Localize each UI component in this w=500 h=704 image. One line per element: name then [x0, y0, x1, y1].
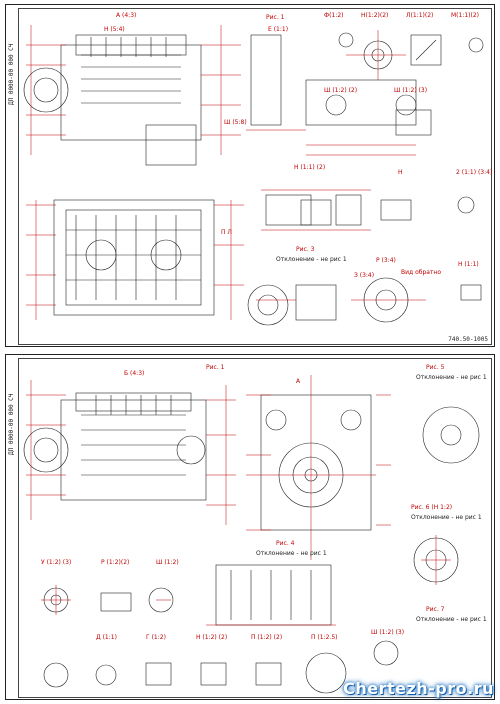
drawing-sheet-top: ДП 0000-00 000 СЧ 740.50-1005: [5, 4, 495, 347]
flywheel-circle: [23, 67, 69, 113]
watermark-logo: Chertezh-pro.ru: [343, 679, 494, 698]
drawing-sheet-bottom: ДП 0000-00 000 СЧ: [5, 354, 495, 700]
label-p-view: П (1:2) (2): [251, 634, 283, 641]
sheet-top-drawing: [23, 25, 484, 326]
label-r-view: Р (3:4): [376, 257, 396, 264]
label-ris7: Рис. 7: [426, 606, 445, 613]
label-h-detail: Н (1:1) (2): [294, 164, 326, 171]
sheet-bottom-drawing: [23, 375, 480, 694]
engine-plan-body: [215, 564, 332, 626]
label-u-view: У (1:2) (3): [41, 559, 72, 566]
label-l-view: Ш (1:2) (2): [324, 87, 358, 94]
label-sh-view: Ш (1:2): [156, 559, 179, 566]
label-ris7-note: Отклонение - не рис 1: [416, 616, 487, 623]
label-r-view-bottom: Р (1:2)(2): [101, 559, 130, 566]
label-h-view: Н (5:4): [104, 26, 125, 33]
label-a-view: А (4:3): [116, 12, 137, 19]
label-c-view: Ш (5:8): [224, 119, 247, 126]
label-i-view: Н (1:1): [458, 261, 479, 268]
label-two-view: 2 (1:1) (3:4): [456, 169, 493, 176]
label-vid-obrat: Вид обратно: [401, 269, 442, 276]
label-g-view: Ф(1:2): [324, 12, 344, 19]
label-h122: Н(1:2)(2): [361, 12, 389, 19]
label-g-view-bottom: Г (1:2): [146, 634, 166, 641]
sheet-bottom-frame: [18, 358, 492, 698]
engine-front-body: [260, 394, 372, 531]
label-ris4-note: Отклонение - не рис 1: [256, 550, 327, 557]
label-d-view: Д (1:1): [96, 634, 117, 641]
label-l112: Л(1:1)(2): [406, 12, 434, 19]
label-ris3: Рис. 3: [296, 246, 315, 253]
sheet-top-stamp-bottom: 740.50-1005: [448, 336, 488, 343]
label-ris6: Рис. 6 (Н 1:2): [411, 504, 453, 511]
label-ris4: Рис. 4: [276, 540, 295, 547]
label-m112: М(1:1)(2): [451, 12, 480, 19]
label-ris3-note: Отклонение - не рис 1: [276, 256, 347, 263]
label-sh2-view: Ш (1:2) (3): [371, 629, 405, 636]
label-ris1: Рис. 1: [266, 14, 285, 21]
label-p2-view: П (1:2.5): [311, 634, 338, 641]
label-ris1-bottom: Рис. 1: [206, 364, 225, 371]
label-ris6-note: Отклонение - не рис 1: [411, 514, 482, 521]
label-z-view: З (3:4): [354, 272, 375, 279]
label-a-small: А: [296, 378, 301, 385]
engine-side-body-bottom: [60, 399, 207, 501]
label-n-view: Н (1:2) (2): [196, 634, 228, 641]
label-h-small: Н: [398, 169, 403, 176]
sheet-top-frame: [18, 8, 492, 345]
engine-side-body: [60, 44, 202, 141]
label-pj-view: П Л: [221, 229, 232, 236]
label-e-view: Е (1:1): [268, 26, 289, 33]
label-ris5: Рис. 5: [426, 364, 445, 371]
label-b-view: Б (4:3): [124, 370, 145, 377]
label-ris5-note: Отклонение - не рис 1: [416, 374, 487, 381]
label-w112: Ш (1:2) (3): [394, 87, 428, 94]
engine-top-body: [53, 199, 215, 316]
